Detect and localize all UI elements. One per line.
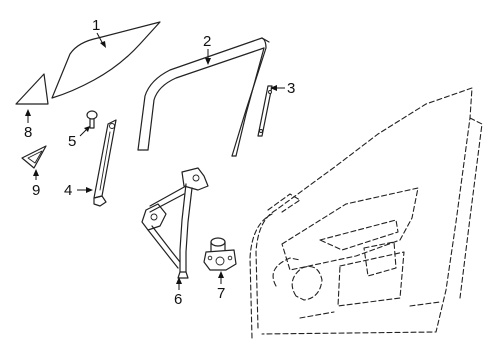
part-6-window-regulator[interactable] xyxy=(141,167,209,279)
part-4-front-sash-guide[interactable] xyxy=(93,119,117,207)
callout-label-6: 6 xyxy=(174,291,182,308)
part-5-bolt[interactable] xyxy=(86,110,98,129)
callout-label-7: 7 xyxy=(217,285,225,302)
part-9-bracket[interactable] xyxy=(21,145,47,169)
callout-label-9: 9 xyxy=(32,182,40,199)
part-8-quarter-glass[interactable] xyxy=(15,73,49,105)
part-7-regulator-motor[interactable] xyxy=(203,237,237,271)
callout-8: 8 xyxy=(24,109,32,141)
callout-label-5: 5 xyxy=(68,133,76,150)
callout-label-8: 8 xyxy=(24,124,32,141)
part-2-glass-run-channel[interactable] xyxy=(137,37,270,157)
callout-label-3: 3 xyxy=(287,80,295,97)
callout-label-4: 4 xyxy=(64,182,72,199)
part-3-rear-channel-strip[interactable] xyxy=(257,85,273,137)
callout-3: 3 xyxy=(270,80,295,97)
callout-7: 7 xyxy=(217,271,225,302)
door-inner-panel xyxy=(249,87,483,339)
callout-6: 6 xyxy=(174,277,182,308)
callout-2: 2 xyxy=(203,33,211,65)
part-1-door-glass[interactable] xyxy=(51,21,161,99)
callout-label-2: 2 xyxy=(203,33,211,50)
callout-5: 5 xyxy=(68,126,90,150)
callout-4: 4 xyxy=(64,182,93,199)
callout-label-1: 1 xyxy=(92,17,100,34)
callout-1: 1 xyxy=(92,17,106,48)
callout-9: 9 xyxy=(32,169,40,199)
